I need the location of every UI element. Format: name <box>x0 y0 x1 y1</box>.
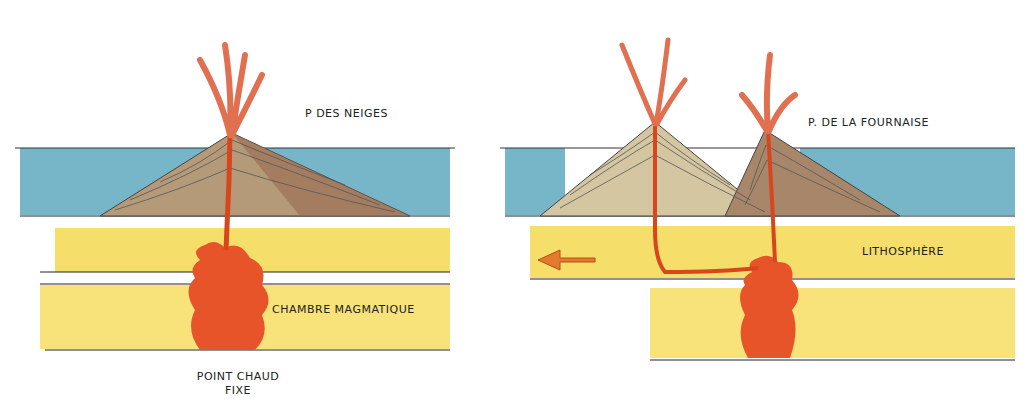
magma-chamber <box>189 242 269 350</box>
conduit <box>768 130 775 262</box>
young-volcano <box>725 130 900 216</box>
hotspot-label: POINT CHAUD FIXE <box>190 370 286 399</box>
lithosphere-label: LITHOSPHÈRE <box>862 245 944 259</box>
plate-motion-arrow <box>538 250 595 270</box>
volcano-shade <box>232 133 410 216</box>
volcano <box>100 133 410 216</box>
eruption-plume <box>742 55 795 131</box>
eruption-plume <box>622 40 685 124</box>
eruption-plume <box>200 45 262 135</box>
conduit <box>655 122 758 272</box>
mantle-band <box>650 288 1015 358</box>
layer-line <box>650 360 1015 361</box>
lava-strata <box>115 140 395 212</box>
summit-label: P. DE LA FOURNAISE <box>808 116 929 130</box>
magma-chamber <box>740 256 799 358</box>
conduit <box>226 133 230 250</box>
chamber-label: CHAMBRE MAGMATIQUE <box>272 303 415 317</box>
lava-strata <box>560 132 880 212</box>
summit-label: P DES NEIGES <box>305 107 388 121</box>
